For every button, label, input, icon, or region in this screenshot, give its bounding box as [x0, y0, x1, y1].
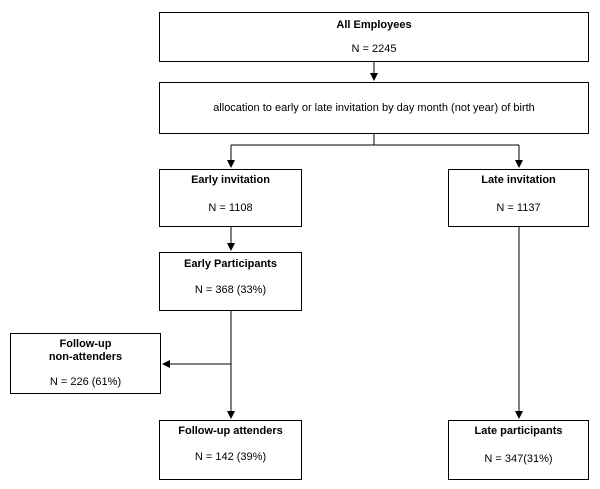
late-participants-box: Late participants N = 347(31%) [448, 420, 589, 480]
early-invitation-box: Early invitation N = 1108 [159, 169, 302, 227]
late-invitation-count: N = 1137 [496, 202, 541, 214]
followup-non-attenders-count: N = 226 (61%) [49, 376, 122, 388]
followup-non-attenders-title-line2: non-attenders [48, 351, 123, 363]
early-invitation-count: N = 1108 [208, 202, 253, 214]
followup-non-attenders-box: Follow-up non-attenders N = 226 (61%) [10, 333, 161, 394]
early-participants-count: N = 368 (33%) [194, 284, 267, 296]
followup-attenders-box: Follow-up attenders N = 142 (39%) [159, 420, 302, 480]
all-employees-count: N = 2245 [351, 43, 397, 55]
followup-attenders-count: N = 142 (39%) [194, 451, 267, 463]
followup-non-attenders-title-line1: Follow-up [59, 338, 112, 350]
late-invitation-title: Late invitation [481, 174, 556, 186]
followup-attenders-title: Follow-up attenders [178, 425, 283, 437]
allocation-box: allocation to early or late invitation b… [159, 82, 589, 134]
late-participants-title: Late participants [474, 425, 563, 437]
all-employees-box: All Employees N = 2245 [159, 12, 589, 62]
early-participants-title: Early Participants [184, 258, 277, 270]
early-participants-box: Early Participants N = 368 (33%) [159, 252, 302, 311]
allocation-text: allocation to early or late invitation b… [213, 102, 535, 114]
early-invitation-title: Early invitation [191, 174, 270, 186]
late-participants-count: N = 347(31%) [484, 453, 553, 465]
late-invitation-box: Late invitation N = 1137 [448, 169, 589, 227]
all-employees-title: All Employees [336, 19, 412, 31]
